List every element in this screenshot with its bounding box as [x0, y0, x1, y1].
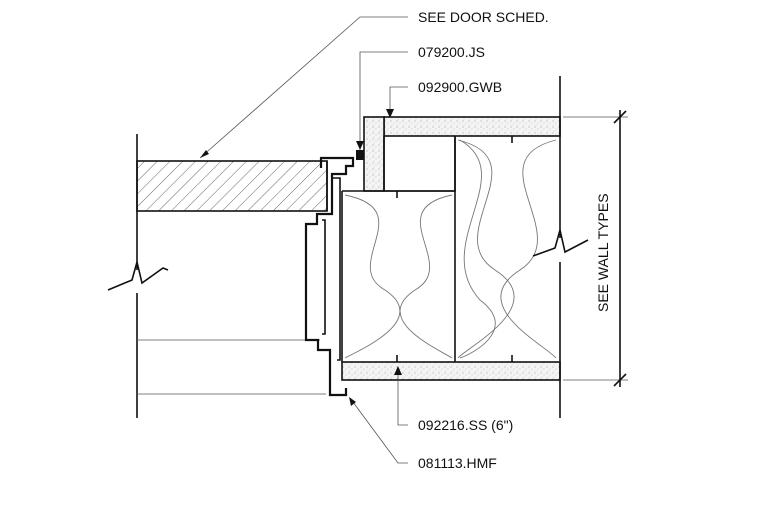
- label-joint-sealant: 079200.JS: [418, 44, 485, 60]
- label-hollow-metal-frame: 081113.HMF: [418, 455, 497, 471]
- wall-type-dimension: [563, 110, 628, 387]
- label-steel-studs: 092216.SS (6"): [418, 417, 513, 433]
- hollow-metal-frame: [304, 156, 355, 397]
- label-door-schedule: SEE DOOR SCHED.: [418, 9, 549, 25]
- door-leaf: [136, 160, 328, 212]
- leaders: [199, 16, 408, 464]
- right-wall-extents: [532, 76, 589, 418]
- label-gypsum-board: 092900.GWB: [418, 79, 502, 95]
- joint-sealant: [356, 150, 364, 160]
- annotation-labels: SEE DOOR SCHED. 079200.JS 092900.GWB 092…: [418, 9, 611, 471]
- steel-studs: [341, 136, 513, 362]
- batt-insulation: [344, 139, 557, 359]
- label-wall-types: SEE WALL TYPES: [595, 193, 611, 312]
